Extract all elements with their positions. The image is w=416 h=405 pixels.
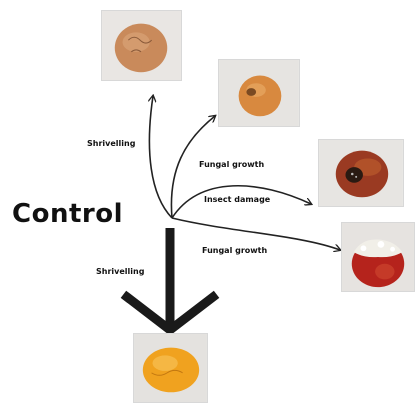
branch-label-fungal-growth-bottom: Fungal growth	[202, 247, 267, 255]
branch-label-insect-damage: Insect damage	[204, 196, 270, 204]
control-label: Control	[12, 201, 123, 227]
fruit-photo-insect-damage	[318, 139, 404, 207]
fruit-photo-shrivelling-top	[101, 10, 182, 81]
fruit-photo-fungal-growth-bottom	[341, 222, 415, 292]
fruit-photo-fungal-growth-top	[218, 59, 300, 127]
branch-label-shrivelling-bottom: Shrivelling	[96, 268, 144, 276]
branch-label-shrivelling-top: Shrivelling	[87, 140, 135, 148]
branch-label-fungal-growth-top: Fungal growth	[199, 161, 264, 169]
fruit-photo-shrivelling-bottom	[133, 333, 208, 403]
arrow-shrivelling-top	[149, 96, 172, 218]
